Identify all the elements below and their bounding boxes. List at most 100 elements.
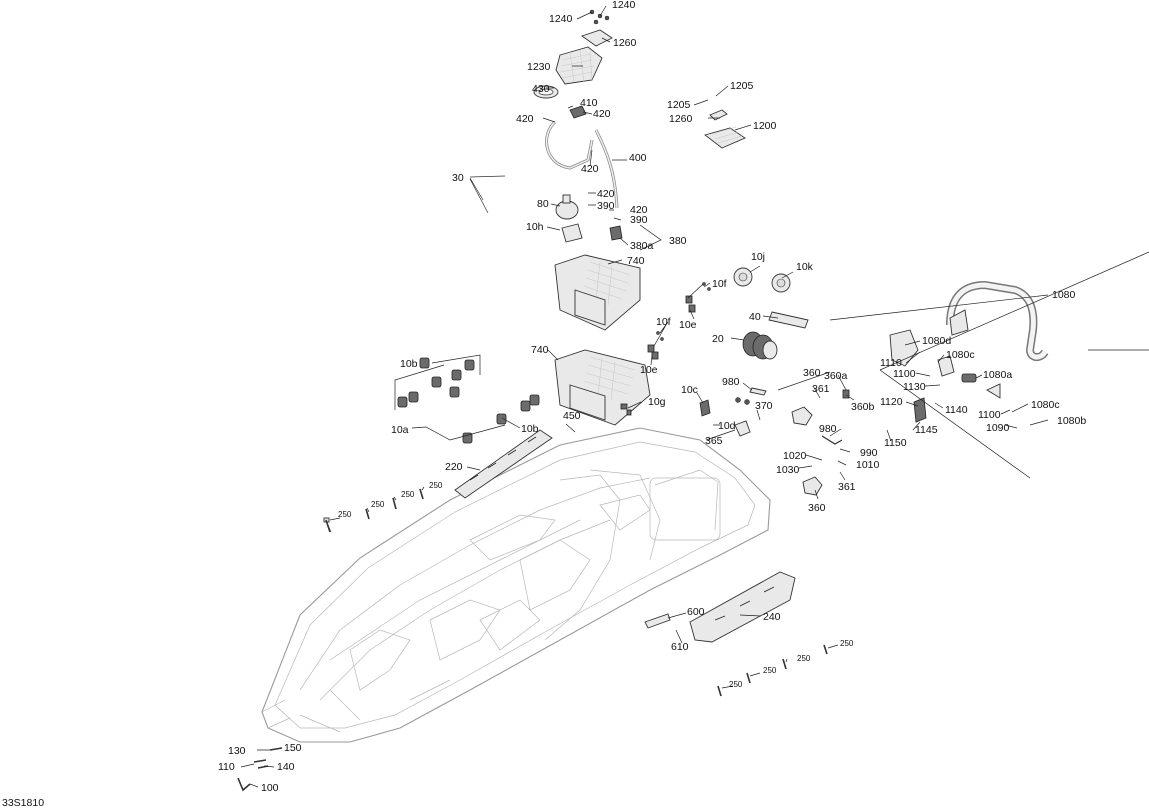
callout-10d: 10d — [718, 420, 736, 432]
callout-1030: 1030 — [776, 464, 800, 476]
callout-250: 250 — [763, 666, 777, 675]
callout-1080c: 1080c — [1031, 399, 1060, 411]
bracket-40-part — [768, 311, 809, 329]
callout-430: 430 — [532, 83, 550, 95]
part-980 — [735, 387, 843, 445]
callout-1110: 1110 — [880, 357, 902, 369]
callout-1090: 1090 — [986, 422, 1010, 434]
callout-600: 600 — [687, 606, 705, 618]
callout-610: 610 — [671, 641, 689, 653]
callout-360a: 360a — [824, 370, 848, 382]
callout-80: 80 — [537, 198, 549, 210]
callout-10e: 10e — [640, 364, 658, 376]
callout-420: 420 — [581, 163, 599, 175]
callout-1080b: 1080b — [1057, 415, 1086, 427]
cover-plate-1260-part — [581, 29, 613, 47]
mount-360-part — [791, 406, 823, 496]
part-80 — [555, 194, 579, 220]
callout-1100: 1100 — [978, 409, 1001, 421]
handle-1080-part — [946, 280, 1049, 361]
callout-1080a: 1080a — [983, 369, 1012, 381]
callout-990: 990 — [860, 447, 878, 459]
callout-1260: 1260 — [613, 37, 637, 49]
callout-1120: 1120 — [880, 396, 903, 408]
callout-361: 361 — [838, 481, 856, 493]
callout-100: 100 — [261, 782, 279, 794]
gasket-430-part — [533, 85, 559, 99]
vent-hose-400-part — [545, 120, 619, 209]
callout-420: 420 — [630, 204, 648, 216]
bracket-600-part — [644, 613, 671, 629]
coil-20-part — [742, 331, 778, 360]
callout-140: 140 — [277, 761, 295, 773]
callout-410: 410 — [580, 97, 598, 109]
callout-10h: 10h — [526, 221, 544, 233]
callout-740: 740 — [531, 344, 549, 356]
callout-10f: 10f — [712, 278, 727, 290]
callout-1240: 1240 — [612, 0, 636, 11]
callout-365: 365 — [705, 435, 723, 447]
callout-20: 20 — [712, 333, 724, 345]
callout-130: 130 — [228, 745, 246, 757]
ties-30-part — [469, 175, 506, 214]
callout-1010: 1010 — [856, 459, 880, 471]
callout-240: 240 — [763, 611, 781, 623]
studs-250-part — [323, 488, 828, 697]
callout-980: 980 — [722, 376, 740, 388]
callout-980: 980 — [819, 423, 837, 435]
callout-390: 390 — [597, 200, 615, 212]
bracket-1080d-part — [889, 329, 919, 367]
callout-1200: 1200 — [753, 120, 777, 132]
callout-380: 380 — [669, 235, 687, 247]
hull-body — [261, 427, 771, 743]
callout-361: 361 — [812, 383, 830, 395]
callout-1205: 1205 — [730, 80, 754, 92]
connectors-10e-10f-part — [647, 282, 711, 360]
callout-10j: 10j — [751, 251, 765, 263]
callout-250: 250 — [371, 500, 385, 509]
part-10h — [561, 223, 583, 243]
callout-1260: 1260 — [669, 113, 693, 125]
callout-1020: 1020 — [783, 450, 807, 462]
callout-1100: 1100 — [893, 368, 916, 380]
callout-1080c: 1080c — [946, 349, 975, 361]
callout-40: 40 — [749, 311, 761, 323]
part-360b — [842, 389, 850, 399]
callout-1080: 1080 — [1052, 289, 1076, 301]
callout-labels: 1240 1240 1260 1230 430 410 420 420 400 … — [218, 0, 1086, 794]
callout-250: 250 — [840, 639, 854, 648]
callout-1230: 1230 — [527, 61, 551, 73]
callout-250: 250 — [338, 510, 352, 519]
callout-10e: 10e — [679, 319, 697, 331]
gear-10k-part — [771, 273, 791, 293]
grille-1230-part — [555, 46, 603, 85]
callout-360: 360 — [803, 367, 821, 379]
screws-1240-part — [589, 9, 610, 25]
spring-1080a-part — [961, 373, 977, 383]
callout-10a: 10a — [391, 424, 409, 436]
callout-250: 250 — [797, 654, 811, 663]
grille-1200-part — [704, 109, 746, 149]
gear-10j-part — [733, 267, 753, 287]
callout-10g: 10g — [648, 396, 666, 408]
callout-250: 250 — [401, 490, 415, 499]
callout-1150: 1150 — [884, 437, 907, 449]
callout-10b: 10b — [521, 423, 539, 435]
fuse-strip-220-part — [454, 429, 553, 499]
callout-1205: 1205 — [667, 99, 691, 111]
callout-10f: 10f — [656, 316, 671, 328]
fitting-410-part — [569, 105, 587, 119]
callout-420: 420 — [516, 113, 534, 125]
callout-1240: 1240 — [549, 13, 573, 25]
callout-250: 250 — [429, 481, 443, 490]
leader-lines — [240, 5, 1149, 788]
callout-420: 420 — [593, 108, 611, 120]
callout-1140: 1140 — [945, 404, 968, 416]
callout-370: 370 — [755, 400, 773, 412]
callout-360: 360 — [808, 502, 826, 514]
callout-220: 220 — [445, 461, 463, 473]
callout-1080d: 1080d — [922, 335, 951, 347]
callout-1145: 1145 — [915, 424, 938, 436]
callout-420: 420 — [597, 188, 615, 200]
